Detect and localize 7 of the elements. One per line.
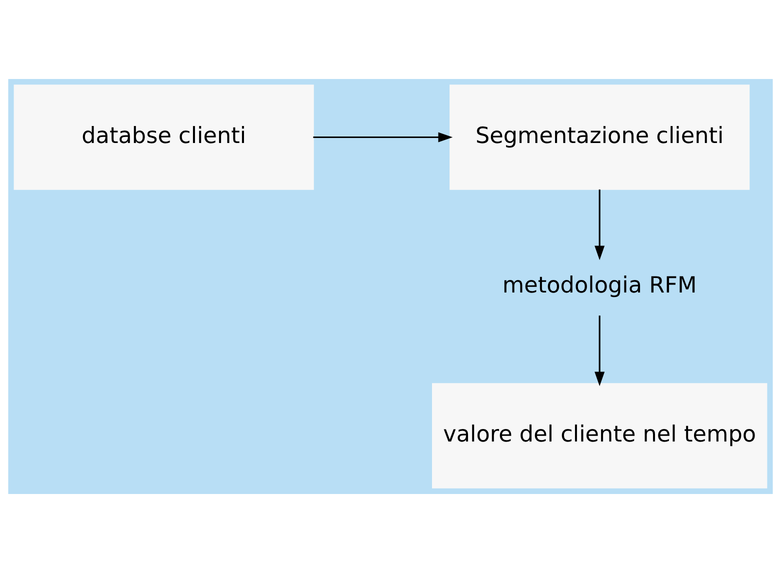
arrow bbox=[594, 189, 605, 260]
node-box: Segmentazione clienti bbox=[450, 84, 750, 190]
node-box: databse clienti bbox=[14, 84, 314, 190]
node-text: metodologia RFM bbox=[502, 272, 697, 298]
node-box: valore del cliente nel tempo bbox=[432, 382, 768, 488]
arrow bbox=[313, 132, 453, 142]
arrow bbox=[594, 315, 605, 386]
